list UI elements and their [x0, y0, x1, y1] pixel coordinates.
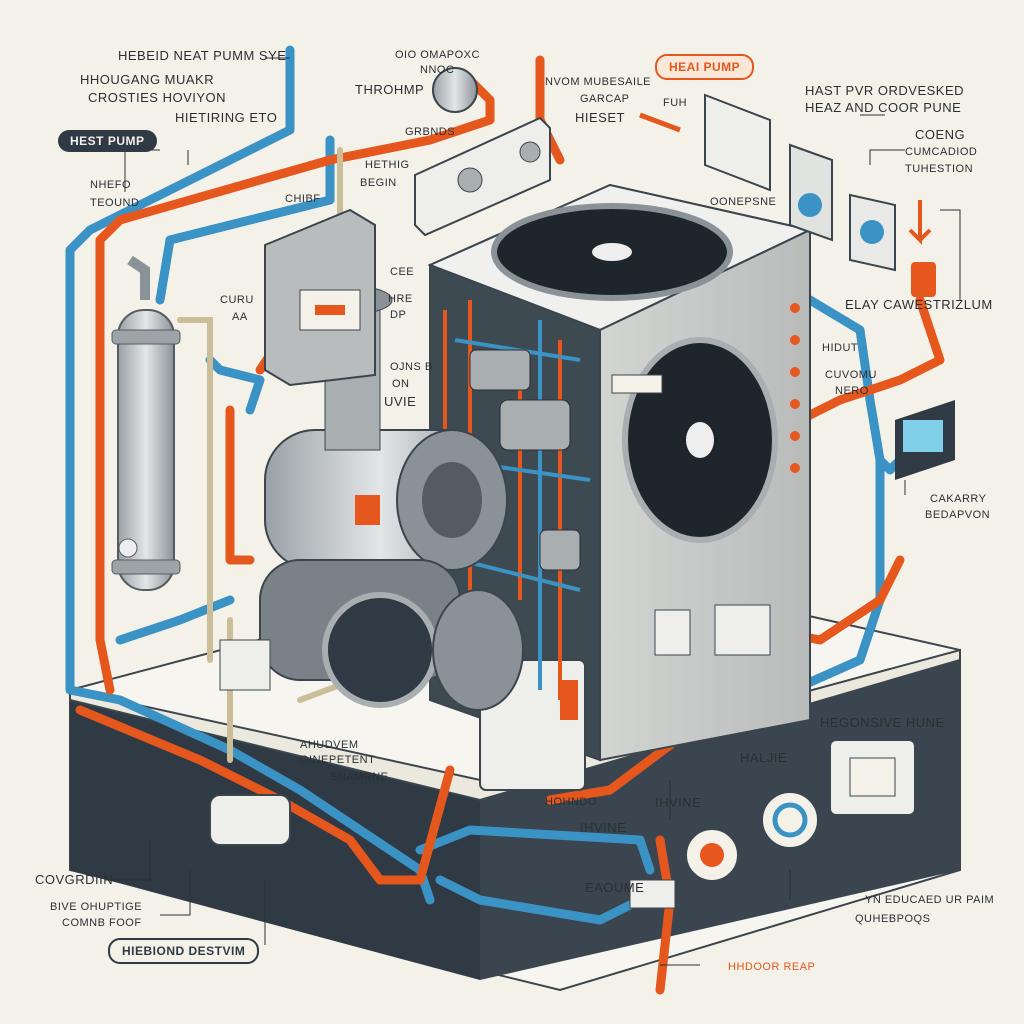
- label-covgrdiin: COVGRDIIN: [35, 872, 114, 887]
- label-elay-cav: ELAY CAWESTRIZLUM: [845, 297, 993, 312]
- label-nheto-2: TEOUND: [90, 197, 140, 209]
- control-box: [264, 208, 376, 387]
- label-quhebpoqs: QUHEBPOQS: [855, 913, 931, 925]
- valve-panel: [414, 67, 551, 237]
- label-yn-educaed: YN EDUCAED UR PAIM: [865, 894, 995, 906]
- label-dp: DP: [390, 309, 407, 321]
- tag-hest-pump: HEST PUMP: [58, 130, 157, 152]
- right-devices: [639, 93, 955, 480]
- label-hegonsvie: HEGONSIVE HUNE: [820, 715, 945, 730]
- label-hihvie: IHVINE: [655, 795, 702, 810]
- label-coeng: COENG: [915, 127, 966, 142]
- label-hieset: HIESET: [575, 110, 625, 125]
- outdoor-unit: [427, 183, 814, 791]
- label-chibf: CHIBF: [285, 193, 321, 205]
- label-nero: NERO: [835, 385, 869, 397]
- label-haest-2: HEAZ AND COOR PUNE: [805, 100, 962, 115]
- label-hrep: HRE: [388, 293, 413, 305]
- label-oonepsne: OONEPSNE: [710, 196, 777, 208]
- label-cuvomu: CUVOMU: [825, 369, 877, 381]
- label-aa: AA: [232, 311, 248, 323]
- label-hietiring: HIETIRING ETO: [175, 110, 278, 125]
- label-haljie: HALJIE: [740, 750, 788, 765]
- label-grbnds: GRBNDS: [405, 126, 456, 138]
- label-hidut: HIDUT: [822, 342, 859, 354]
- label-bive-1: BIVE OHUPTIGE: [50, 901, 143, 913]
- label-cece: CEE: [390, 266, 415, 278]
- label-throhmp: THROHMP: [355, 82, 425, 97]
- label-snamrne: SNAMRNE: [330, 771, 389, 783]
- label-housing-2: CROSTIES HOVIYON: [88, 90, 227, 105]
- tag-heai-pump: HEAI PUMP: [655, 54, 755, 80]
- label-nnoc: NNOC: [420, 64, 455, 76]
- label-uvie: UVIE: [384, 394, 417, 409]
- platform-devices: [209, 639, 916, 909]
- label-bive-2: COMNB FOOF: [62, 917, 142, 929]
- label-on: ON: [392, 378, 410, 390]
- label-haest-1: HAST PVR ORDVESKED: [805, 83, 965, 98]
- tag-hibriond: HIEBIOND DESTVIM: [108, 938, 260, 964]
- label-hihvie-2: IHVINE: [580, 820, 627, 835]
- label-nvom-1: NVOM MUBESAILE: [545, 76, 652, 88]
- label-cakarry: CAKARRY: [930, 493, 987, 505]
- label-nvom-2: GARCAP: [580, 93, 630, 105]
- label-nheto-1: NHEFO: [90, 179, 131, 191]
- label-cure: CURU: [220, 294, 254, 306]
- label-ahuven: AHUDVEM: [300, 739, 359, 751]
- label-housing-1: HHOUGANG MUAKR: [80, 72, 215, 87]
- label-bedapvon: BEDAPVON: [925, 509, 991, 521]
- label-hethig-1: HETHIG: [365, 159, 410, 171]
- label-top-title: HEBEID NEAT PUMM SYE: [118, 48, 287, 63]
- label-oinepetent: OINEPETENT: [300, 754, 376, 766]
- label-tuhestion: TUHESTION: [905, 163, 974, 175]
- label-cumcadiod: CUMCADIOD: [905, 146, 978, 158]
- label-fuh: FUH: [663, 97, 688, 109]
- label-hethig-2: BEGIN: [360, 177, 397, 189]
- label-eaouye: EAOUME: [585, 880, 645, 895]
- label-ojnsb: OJNS B: [390, 361, 433, 373]
- leader-lines: [105, 57, 961, 966]
- label-hohndo: HOHNDO: [545, 796, 597, 808]
- label-hhdoor: HHDOOR REAP: [728, 961, 816, 973]
- label-oio: OIO OMAPOXC: [395, 49, 480, 61]
- accumulator-tank: [111, 255, 181, 591]
